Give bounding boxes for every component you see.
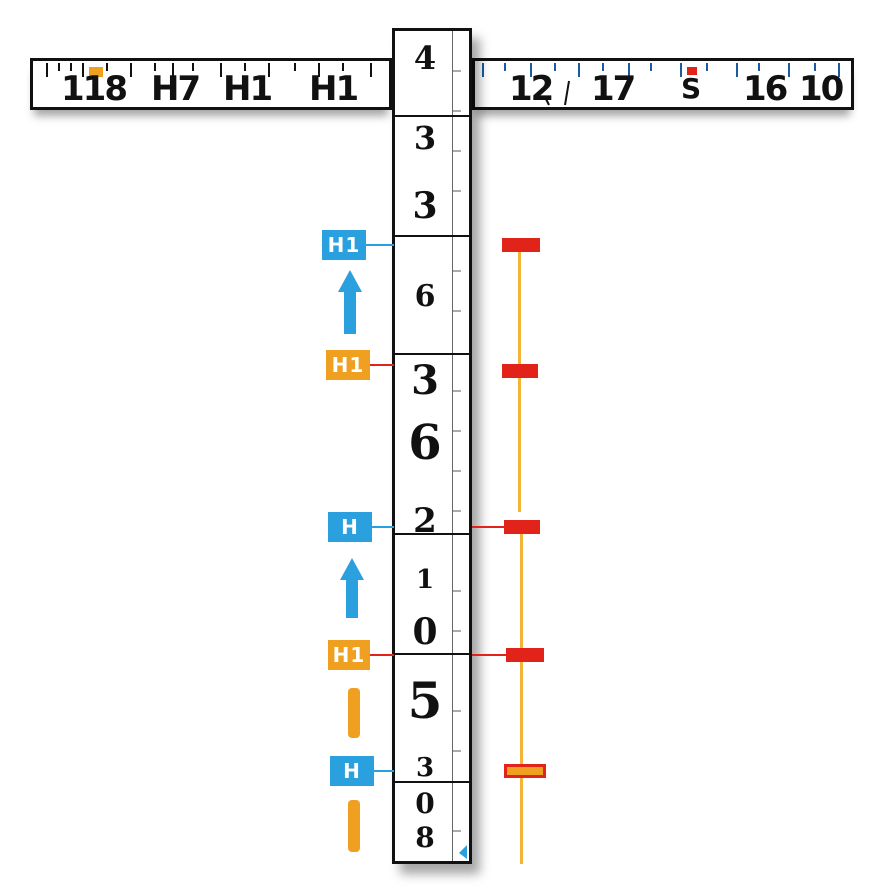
marker-badge: H1: [322, 230, 366, 260]
ruler-rail: [452, 31, 453, 861]
ruler-divider: [395, 533, 469, 535]
marker-badge: H: [328, 512, 372, 542]
ruler-divider: [395, 115, 469, 117]
ruler-ticks-left: [46, 63, 372, 77]
ruler-number: 5: [407, 671, 443, 730]
red-flag: [504, 764, 546, 778]
up-arrow-head-icon: [340, 558, 364, 580]
marker-connector: [366, 244, 394, 246]
flag-pole: [520, 520, 523, 864]
ruler-label: 118: [61, 69, 128, 109]
marker-badge: H: [330, 756, 374, 786]
red-flag: [504, 520, 540, 534]
ruler-label: 17: [591, 69, 636, 109]
marker-connector: [370, 364, 394, 366]
ruler-label: 16: [743, 69, 788, 109]
flag-connector: [472, 526, 506, 528]
ruler-label: H1: [309, 69, 359, 109]
marker-badge: H1: [326, 350, 370, 380]
vertical-ruler-ticks: [453, 70, 467, 859]
marker-connector: [372, 526, 394, 528]
up-arrow-icon: [346, 578, 358, 618]
ruler-number: 1: [415, 565, 435, 595]
ruler-number: 0: [412, 611, 438, 653]
marker-connector: [370, 654, 394, 656]
red-flag: [502, 364, 538, 378]
ruler-divider: [395, 653, 469, 655]
ruler-divider: [395, 353, 469, 355]
ruler-divider: [395, 781, 469, 783]
ruler-number: 3: [412, 185, 438, 227]
ruler-number: 2: [413, 501, 437, 541]
flag-connector: [472, 654, 506, 656]
red-flag: [506, 648, 544, 662]
ruler-number: 0: [415, 787, 435, 820]
ruler-number: 6: [408, 415, 442, 471]
ruler-divider: [395, 235, 469, 237]
ruler-number: 4: [413, 39, 437, 77]
ruler-label: H1: [223, 69, 273, 109]
vertical-ruler: 4 3 3 6 3 6 2 1 0 5 3 0 8: [392, 28, 472, 864]
ruler-label: 12: [509, 69, 554, 109]
ruler-number: 6: [414, 279, 436, 314]
orange-bar: [348, 688, 360, 738]
horizontal-ruler-left: 118 H7 H1 H1: [30, 58, 392, 110]
ruler-number: 3: [413, 119, 437, 157]
orange-bar: [348, 800, 360, 852]
up-arrow-icon: [344, 290, 356, 334]
ruler-label: 10: [799, 69, 844, 109]
ruler-label: H7: [151, 69, 201, 109]
up-arrow-head-icon: [338, 270, 362, 292]
marker-badge: H1: [328, 640, 370, 670]
horizontal-ruler-right: 12 17 S 16 10: [472, 58, 854, 110]
ruler-label: S: [681, 72, 701, 105]
ruler-number: 3: [415, 753, 435, 783]
flag-pole: [518, 244, 521, 512]
red-flag: [502, 238, 540, 252]
marker-connector: [374, 770, 394, 772]
ruler-number: 8: [415, 821, 435, 854]
ruler-ticks-right: [482, 63, 840, 106]
ruler-number: 3: [411, 357, 439, 404]
